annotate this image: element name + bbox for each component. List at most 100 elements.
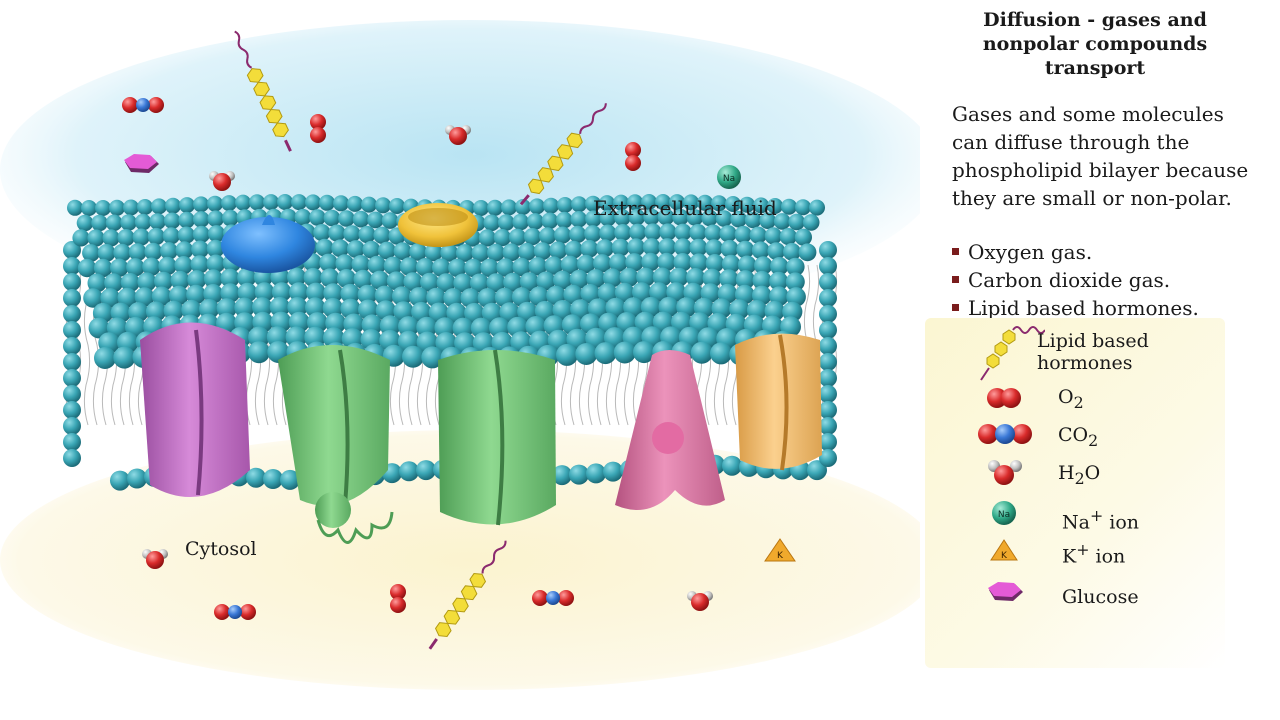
lipid-hormone bbox=[519, 103, 607, 206]
lipid-head bbox=[643, 208, 660, 226]
lipid-head bbox=[443, 288, 463, 308]
lipid-head bbox=[770, 257, 789, 276]
o2-subscript: 2 bbox=[1073, 392, 1084, 412]
lipid-head bbox=[82, 244, 100, 262]
lipid-head bbox=[541, 212, 559, 230]
lipid-head bbox=[123, 199, 139, 216]
lipid-head bbox=[72, 229, 90, 247]
lipid-head bbox=[564, 240, 583, 259]
lipid-head bbox=[705, 254, 725, 273]
lipid-head bbox=[416, 460, 436, 481]
lipid-head bbox=[704, 224, 722, 242]
lipid-head bbox=[807, 460, 827, 481]
lipid-head bbox=[673, 253, 692, 272]
lipid-head bbox=[722, 455, 742, 476]
lipid-head bbox=[819, 305, 837, 323]
svg-text:K: K bbox=[1001, 551, 1008, 561]
lipid-head bbox=[170, 270, 190, 290]
lipid-head bbox=[63, 289, 81, 307]
lipid-head bbox=[751, 241, 770, 260]
lipid-head bbox=[309, 209, 326, 226]
lipid-head bbox=[636, 267, 656, 287]
bullet-text: Oxygen gas. bbox=[968, 240, 1093, 264]
lipid-head bbox=[352, 210, 370, 228]
lipid-head bbox=[287, 267, 306, 287]
lipid-head bbox=[669, 267, 689, 287]
glucose-icon bbox=[988, 582, 1023, 601]
lipid-head bbox=[333, 195, 349, 212]
lipid-head bbox=[190, 255, 209, 274]
lipid-head bbox=[374, 285, 395, 306]
lipid-head bbox=[609, 253, 628, 272]
lipid-head bbox=[421, 346, 444, 369]
lipid-head bbox=[113, 346, 136, 369]
lipid-head bbox=[460, 288, 481, 308]
lipid-head bbox=[737, 255, 757, 274]
lipid-head bbox=[102, 229, 120, 247]
lipid-head bbox=[721, 254, 741, 274]
lipid-head bbox=[683, 194, 699, 211]
lipid-head bbox=[633, 341, 655, 364]
lipid-head bbox=[715, 210, 733, 227]
lipid-head bbox=[163, 212, 181, 230]
lipid-head bbox=[785, 272, 805, 292]
lipid-head bbox=[338, 210, 355, 227]
lipid-head bbox=[323, 283, 343, 303]
h2o-symbol-o: O bbox=[1084, 462, 1101, 484]
sodium-ion-icon: Na bbox=[992, 501, 1016, 525]
lipid-head bbox=[291, 194, 307, 211]
lipid-head bbox=[735, 270, 755, 290]
lipid-head bbox=[235, 194, 251, 211]
lipid-head bbox=[493, 229, 511, 247]
lipid-head bbox=[120, 214, 137, 231]
cell-membrane-diagram: Extracellular fluid Cytosol Na K bbox=[0, 20, 920, 690]
legend-o2-label: O2 bbox=[1058, 386, 1084, 412]
lipid-head bbox=[552, 300, 573, 321]
k-symbol: K bbox=[1062, 545, 1077, 568]
lipid-head bbox=[315, 238, 334, 257]
lipid-head bbox=[177, 226, 195, 244]
lipid-head bbox=[104, 273, 124, 293]
lipid-head bbox=[575, 343, 598, 365]
lipid-head bbox=[773, 213, 791, 230]
lipid-head bbox=[426, 287, 446, 308]
lipid-head bbox=[289, 282, 309, 302]
glucose-molecule bbox=[124, 154, 159, 173]
bullet-text: Lipid based hormones. bbox=[968, 296, 1199, 320]
lipid-head bbox=[306, 282, 326, 303]
lipid-head bbox=[779, 228, 797, 246]
lipid-head bbox=[351, 255, 370, 274]
lipid-head bbox=[515, 199, 531, 215]
lipid-head bbox=[220, 268, 240, 288]
lipid-head bbox=[151, 198, 167, 215]
lipid-head bbox=[370, 270, 390, 290]
o2-symbol: O bbox=[1058, 386, 1074, 408]
lipid-head bbox=[206, 239, 225, 258]
lipid-hormone bbox=[428, 540, 507, 650]
lipid-head bbox=[409, 243, 427, 261]
lipid-head bbox=[415, 258, 435, 277]
lipid-head bbox=[263, 194, 279, 211]
lipid-head bbox=[487, 199, 503, 216]
lipid-head bbox=[453, 273, 473, 293]
lipid-head bbox=[165, 197, 181, 214]
lipid-head bbox=[576, 254, 596, 274]
lipid-head bbox=[569, 225, 587, 243]
lipid-head bbox=[781, 198, 797, 215]
lipid-head bbox=[319, 253, 338, 272]
lipid-head bbox=[767, 242, 786, 260]
na-charge: + bbox=[1089, 506, 1104, 525]
lipid-head bbox=[689, 238, 708, 257]
lipid-head bbox=[149, 213, 166, 230]
lipid-head bbox=[151, 286, 172, 307]
lipid-hormone-icon bbox=[980, 326, 1045, 381]
lipid-head bbox=[207, 210, 224, 227]
lipid-head bbox=[120, 273, 140, 292]
lipid-head bbox=[571, 196, 587, 213]
lipid-head bbox=[739, 196, 755, 213]
lipid-head bbox=[249, 194, 265, 211]
lipid-head bbox=[137, 272, 157, 292]
svg-text:Na: Na bbox=[723, 174, 735, 184]
lipid-head bbox=[596, 239, 614, 258]
lipid-head bbox=[702, 268, 722, 288]
